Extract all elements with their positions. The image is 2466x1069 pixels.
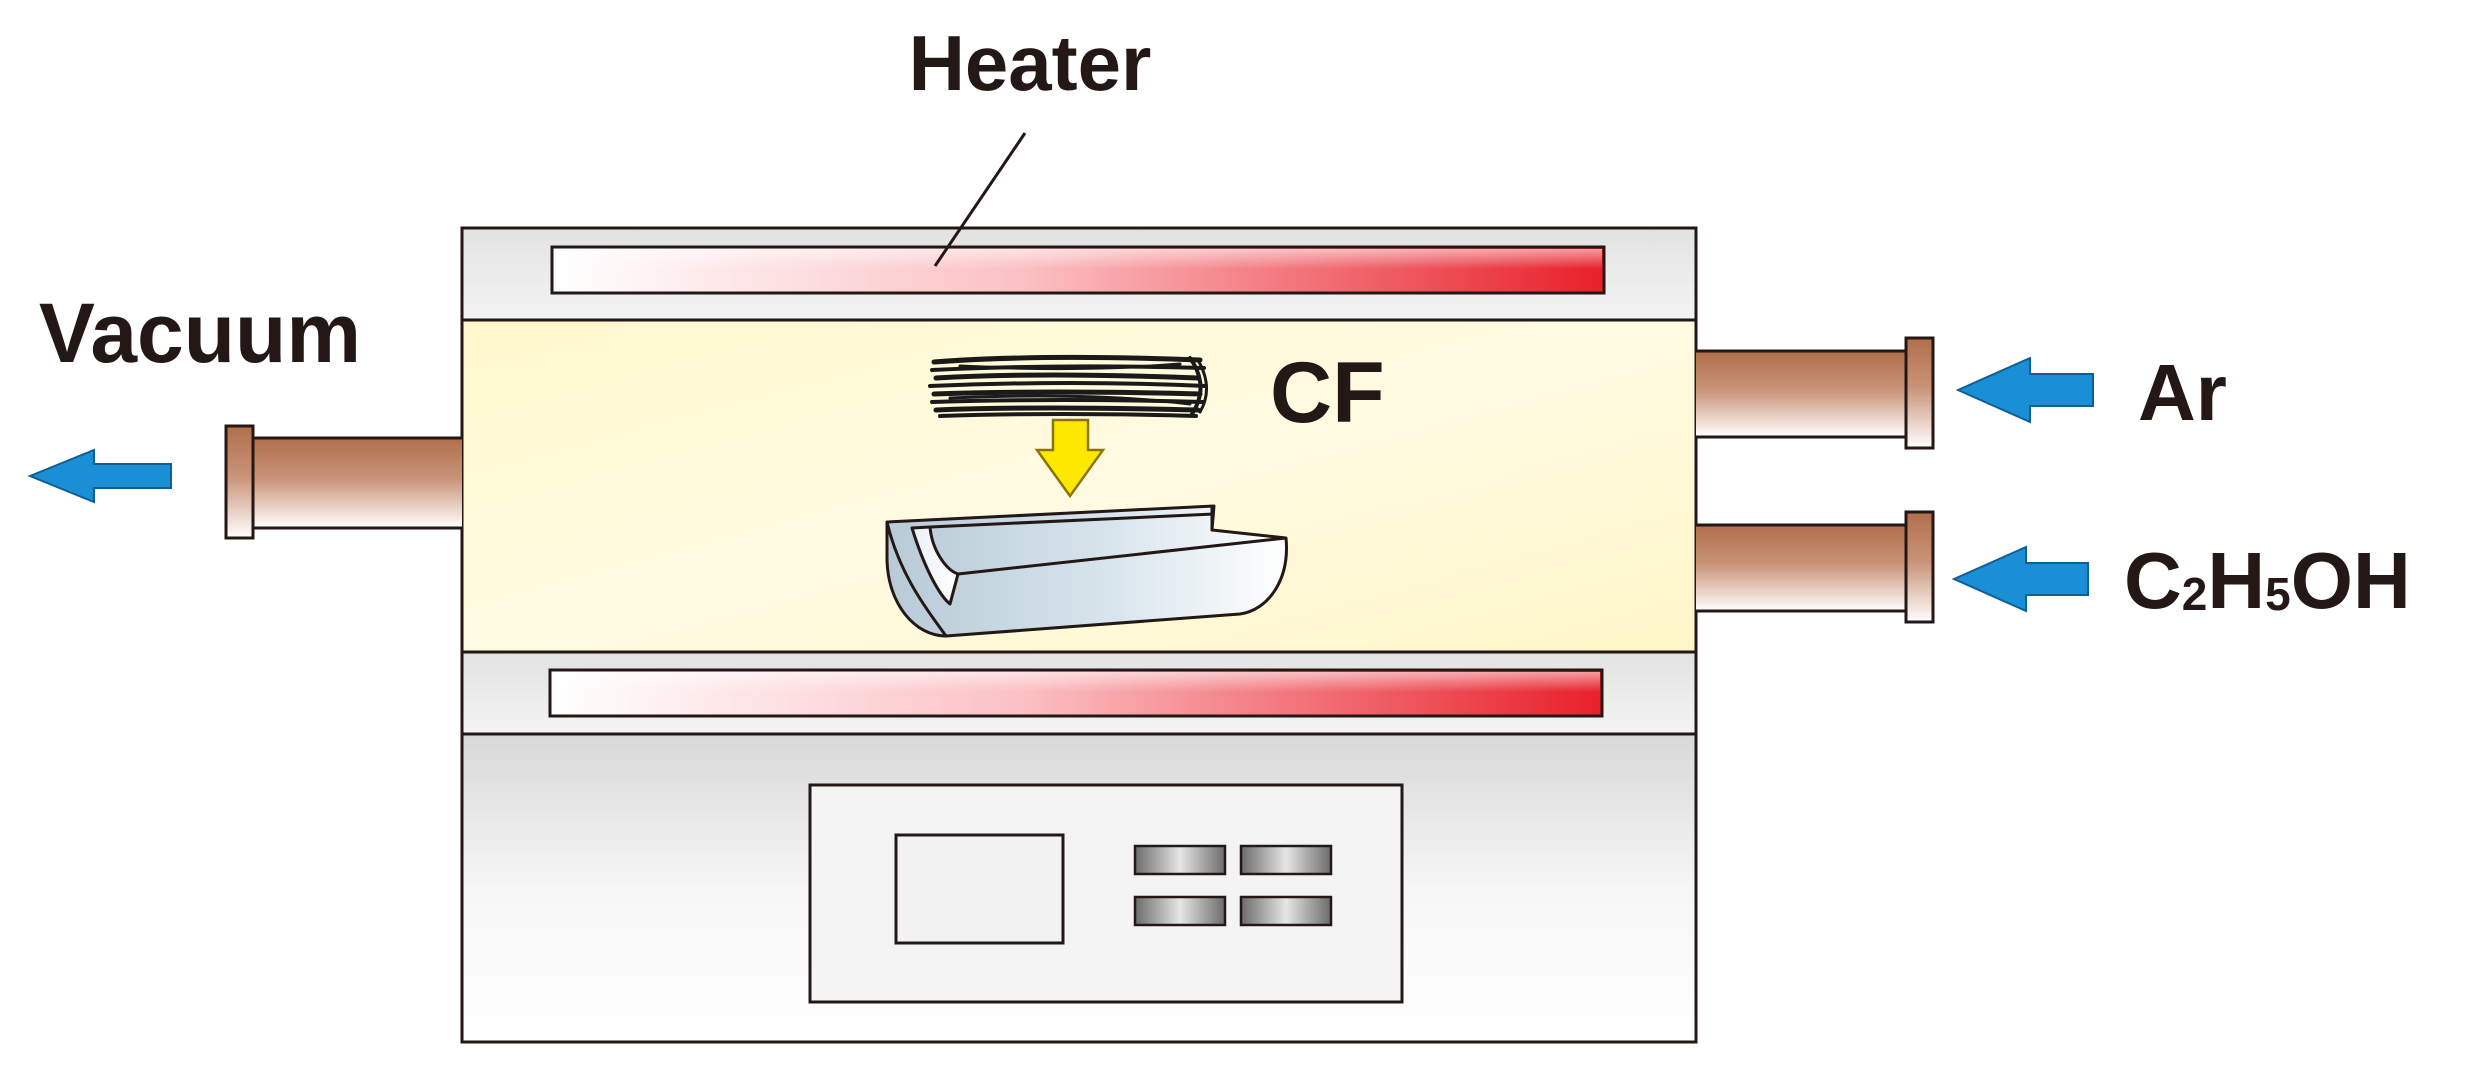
ethanol-flow-arrow-icon	[1951, 545, 2089, 613]
ethanol-c-subscript: 2	[2182, 568, 2208, 620]
ar-pipe-flange	[1904, 336, 1935, 450]
vacuum-outlet-pipe	[224, 424, 462, 540]
ethanol-inlet-pipe	[1696, 510, 1935, 624]
vacuum-flow-arrow-icon	[27, 448, 172, 504]
ethanol-h-subscript: 5	[2265, 568, 2291, 620]
lower-heater-section	[460, 650, 1698, 736]
boat-icon	[885, 504, 1288, 638]
ar-inlet-pipe	[1696, 336, 1935, 450]
control-button	[1133, 844, 1227, 876]
control-button	[1239, 895, 1333, 927]
vacuum-pipe-flange	[224, 424, 255, 540]
control-button	[1239, 844, 1333, 876]
display-screen	[894, 833, 1065, 945]
ar-label: Ar	[2138, 348, 2227, 437]
upper-heater-section	[460, 226, 1698, 322]
ethanol-h: H	[2207, 536, 2265, 625]
ethanol-pipe-flange	[1904, 510, 1935, 624]
ar-flow-arrow-icon	[1955, 356, 2094, 424]
cf-label: CF	[1270, 345, 1385, 441]
carbon-fiber-icon	[928, 354, 1208, 418]
heater-label: Heater	[909, 19, 1152, 107]
ethanol-oh: OH	[2291, 536, 2411, 625]
drop-arrow-icon	[1034, 418, 1106, 499]
heater-leader-line	[933, 132, 1027, 267]
ethanol-c: C	[2124, 536, 2182, 625]
ethanol-label: C2H5OH	[2124, 536, 2411, 625]
furnace-base	[460, 732, 1698, 1044]
control-button	[1133, 895, 1227, 927]
vacuum-label: Vacuum	[39, 286, 361, 380]
